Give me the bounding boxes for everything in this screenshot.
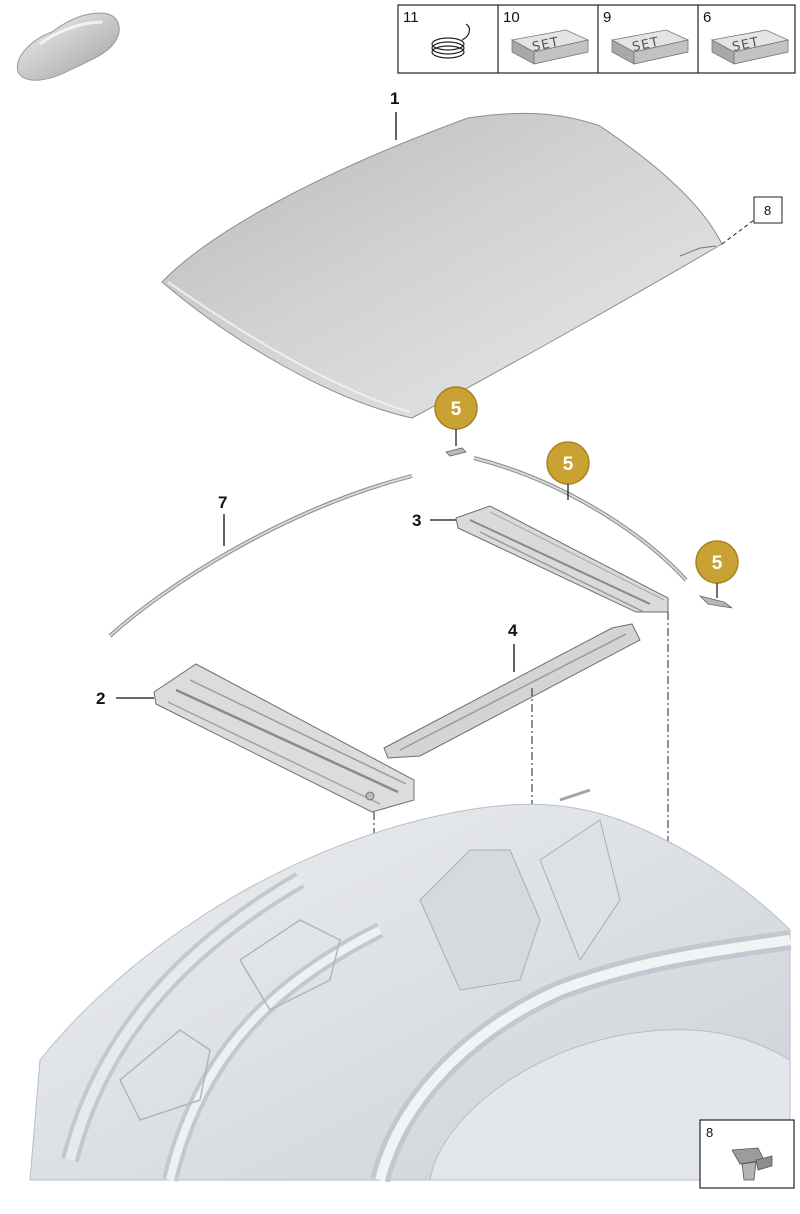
side-trim-strip[interactable] [108,474,413,638]
set-block-icon: SET [610,29,690,65]
set-block-icon: SET [510,29,590,65]
roof-panel[interactable] [161,112,723,419]
header-item-6[interactable]: 6 SET [703,9,790,65]
header-item-number: 6 [703,9,711,26]
leader-line [721,219,755,245]
badge-label: 5 [451,399,462,420]
highlight-badge[interactable]: 5 [546,441,590,485]
adhesive-roll-icon [431,23,471,59]
center-bow[interactable] [383,623,641,759]
front-crossmember[interactable] [153,663,415,813]
header-item-10[interactable]: 10 SET [503,9,590,65]
set-label: SET [531,35,561,55]
header-item-11[interactable]: 11 [403,9,471,59]
callout-3[interactable]: 3 [412,511,421,530]
highlight-badge[interactable]: 5 [695,540,739,584]
detail-inset-number: 8 [706,1125,713,1140]
body-in-white-shell [29,788,792,1183]
header-item-9[interactable]: 9 SET [603,9,690,65]
header-parts-strip: 11 10 SET 9 SET [397,4,796,74]
right-trim-strip[interactable] [473,456,688,582]
set-label: SET [631,35,661,55]
clip-piece[interactable] [698,595,733,609]
callout-7[interactable]: 7 [218,493,227,512]
set-block-icon: SET [710,29,790,65]
rear-crossmember[interactable] [455,505,669,613]
callout-2[interactable]: 2 [96,689,105,708]
header-item-number: 9 [603,9,611,26]
clip-fastener-icon [731,1147,773,1181]
highlight-badge[interactable]: 5 [434,386,478,430]
callout-8-box [753,196,783,224]
badge-label: 5 [712,553,723,574]
callout-4[interactable]: 4 [508,621,518,640]
car-silhouette-icon [16,12,120,81]
callout-8[interactable]: 8 [764,203,771,218]
detail-inset[interactable]: 8 [699,1119,795,1189]
badge-label: 5 [563,454,574,475]
clip-piece[interactable] [445,447,467,457]
callout-1[interactable]: 1 [390,89,399,108]
set-label: SET [731,35,761,55]
header-item-number: 11 [403,9,419,26]
header-item-number: 10 [503,9,520,26]
